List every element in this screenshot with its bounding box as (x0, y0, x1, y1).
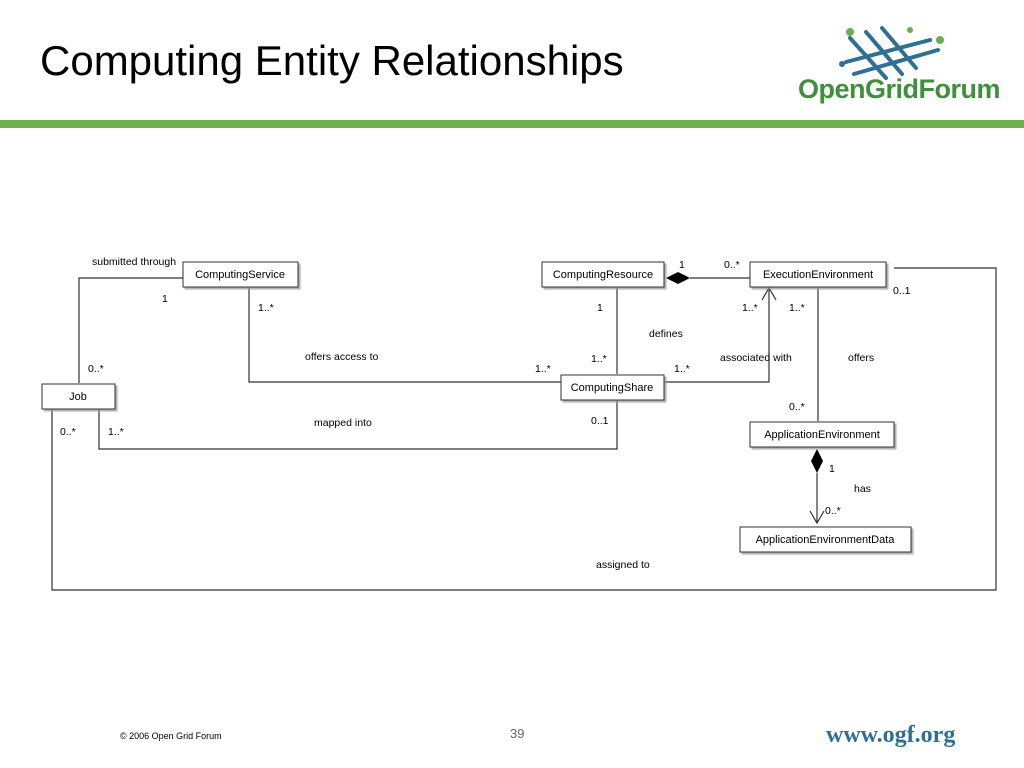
multiplicity: 1..* (742, 302, 758, 314)
multiplicity: 1 (679, 259, 685, 271)
multiplicity: 0..1 (893, 285, 911, 297)
slide-title: Computing Entity Relationships (40, 37, 624, 84)
multiplicity: 0..* (825, 505, 841, 517)
arrowhead-icon (809, 510, 825, 525)
entity-computing-share: ComputingShare (571, 382, 654, 394)
composition-diamond-icon (811, 449, 823, 473)
entity-job: Job (69, 391, 87, 403)
entity-box-job (41, 383, 116, 410)
multiplicity: 0..1 (591, 415, 609, 427)
footer-url: www.ogf.org (826, 722, 956, 748)
multiplicity: 0..* (88, 363, 104, 375)
entity-box-computing-service (182, 261, 299, 288)
entity-box-execution-environment (749, 261, 887, 288)
label-assigned-to: assigned to (596, 559, 650, 571)
multiplicity: 1 (597, 302, 603, 314)
line-submitted-through (78, 277, 183, 383)
entity-application-environment: ApplicationEnvironment (764, 429, 880, 441)
label-submitted-through: submitted through (92, 256, 176, 268)
footer-copyright: © 2006 Open Grid Forum (120, 731, 222, 741)
entity-box-computing-resource (541, 261, 665, 288)
label-mapped-into: mapped into (314, 417, 372, 429)
label-offers-access-to: offers access to (305, 351, 379, 363)
line-mapped-into (98, 400, 618, 450)
multiplicity: 0..* (789, 401, 805, 413)
entity-application-environment-data: ApplicationEnvironmentData (756, 534, 896, 546)
label-defines: defines (649, 328, 683, 340)
composition-diamond-icon (666, 272, 690, 284)
entity-box-application-environment (749, 421, 895, 448)
line-assigned-to (51, 267, 997, 591)
line-associated-with (664, 288, 770, 383)
label-associated-with: associated with (720, 352, 792, 364)
open-grid-forum-logo-icon (839, 26, 944, 80)
entity-computing-resource: ComputingResource (553, 269, 653, 281)
multiplicity: 1 (829, 463, 835, 475)
multiplicity: 1..* (674, 363, 690, 375)
entity-box-application-environment-data (739, 526, 912, 553)
multiplicity: 1..* (535, 363, 551, 375)
entity-computing-service: ComputingService (195, 269, 285, 281)
entity-box-computing-share (560, 374, 665, 401)
multiplicity: 0..* (724, 259, 740, 271)
multiplicity: 1..* (591, 353, 607, 365)
multiplicity: 1 (162, 293, 168, 305)
multiplicity: 1..* (258, 302, 274, 314)
label-has: has (854, 483, 871, 495)
multiplicity: 1..* (789, 302, 805, 314)
multiplicity: 0..* (60, 426, 76, 438)
logo-text: OpenGridForum (798, 74, 1001, 104)
arrowhead-icon (761, 286, 777, 301)
title-divider (0, 120, 1024, 128)
label-offers: offers (848, 352, 874, 364)
multiplicity: 1..* (108, 426, 124, 438)
line-offers-access-to (248, 288, 561, 383)
entity-execution-environment: ExecutionEnvironment (763, 269, 873, 281)
page-number: 39 (510, 726, 525, 741)
